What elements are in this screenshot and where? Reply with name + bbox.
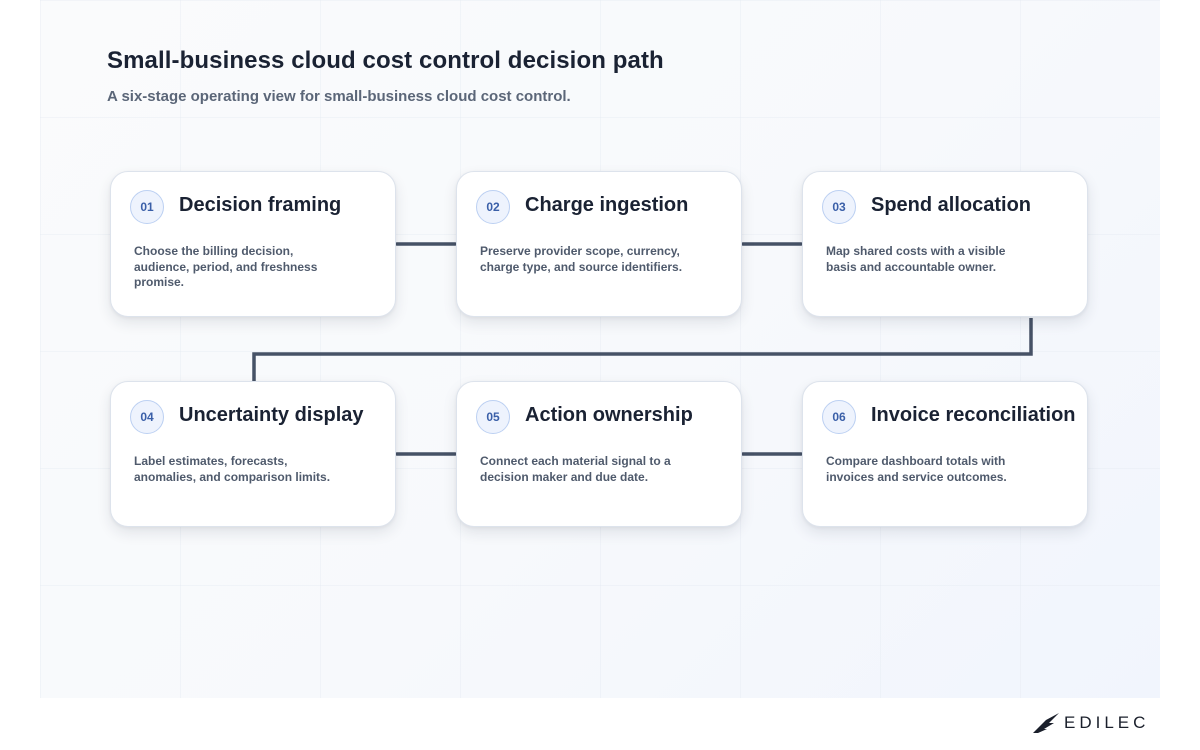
stage-description: Label estimates, forecasts, anomalies, a… xyxy=(134,454,331,484)
stage-title: Spend allocation xyxy=(871,194,1032,216)
stage-description: Choose the billing decision, audience, p… xyxy=(134,244,318,289)
stage-number-badge: 04 xyxy=(130,400,164,434)
diagram-canvas xyxy=(40,0,1160,698)
stage-title: Charge ingestion xyxy=(525,194,689,216)
stage-title: Decision framing xyxy=(179,194,342,216)
stage-description: Preserve provider scope, currency, charg… xyxy=(480,244,683,274)
stage-title: Action ownership xyxy=(525,404,693,426)
stage-title: Invoice reconciliation xyxy=(871,404,1076,426)
stage-number-badge: 01 xyxy=(130,190,164,224)
stage-number-badge: 05 xyxy=(476,400,510,434)
stage-number-badge: 02 xyxy=(476,190,510,224)
stage-description: Connect each material signal to a decisi… xyxy=(480,454,671,484)
stage-card-decision-framing: 01 Decision framing Choose the billing d… xyxy=(110,171,396,317)
stage-card-invoice-reconciliation: 06 Invoice reconciliation Compare dashbo… xyxy=(802,381,1088,527)
stage-card-uncertainty-display: 04 Uncertainty display Label estimates, … xyxy=(110,381,396,527)
stage-number-badge: 03 xyxy=(822,190,856,224)
stage-card-charge-ingestion: 02 Charge ingestion Preserve provider sc… xyxy=(456,171,742,317)
stage-card-action-ownership: 05 Action ownership Connect each materia… xyxy=(456,381,742,527)
connector-03-04 xyxy=(252,318,1033,381)
bird-logo-icon xyxy=(1033,713,1059,733)
page-subtitle: A six-stage operating view for small-bus… xyxy=(107,88,571,105)
stage-title: Uncertainty display xyxy=(179,404,364,426)
stage-description: Compare dashboard totals with invoices a… xyxy=(826,454,1007,484)
stage-number-badge: 06 xyxy=(822,400,856,434)
brand-wordmark: EDILEC xyxy=(1064,713,1150,732)
stage-card-spend-allocation: 03 Spend allocation Map shared costs wit… xyxy=(802,171,1088,317)
stage-description: Map shared costs with a visible basis an… xyxy=(826,244,1006,274)
page-title: Small-business cloud cost control decisi… xyxy=(107,47,664,74)
brand-logo: EDILEC xyxy=(1032,710,1149,736)
